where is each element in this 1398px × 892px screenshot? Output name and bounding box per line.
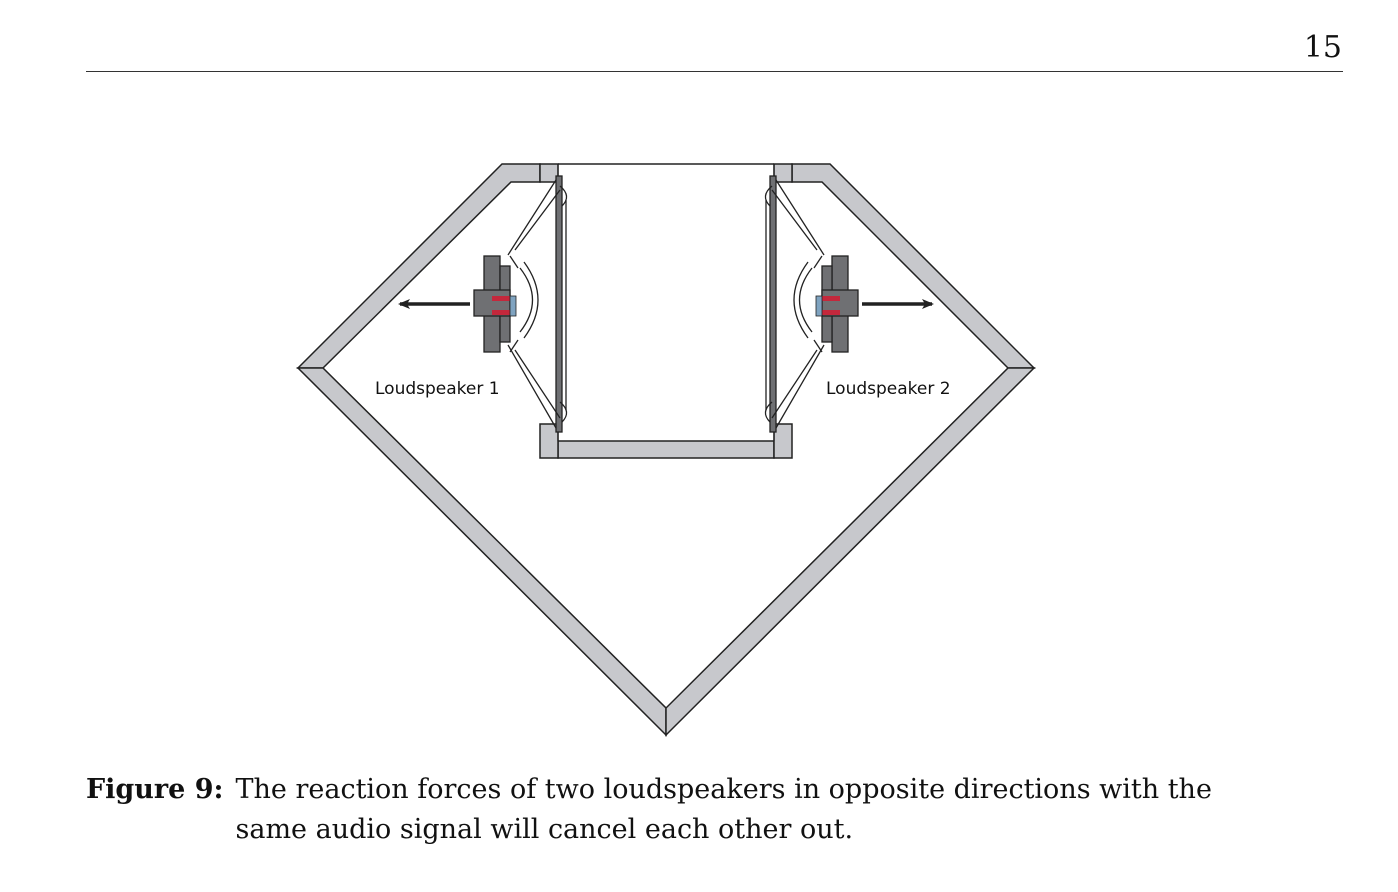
mount-left-bottom <box>539 423 559 459</box>
loudspeaker-2-label: Loudspeaker 2 <box>826 379 951 399</box>
header-rule <box>86 71 1343 72</box>
center-bar <box>557 440 775 459</box>
mount-left-top <box>539 163 559 183</box>
mount-right-bottom <box>773 423 793 459</box>
figure-diagram: Loudspeaker 1 Loudspeaker 2 <box>296 163 1036 737</box>
mount-right-top <box>773 163 793 183</box>
wall-bottom-right <box>665 367 1036 737</box>
caption-text: The reaction forces of two loudspeakers … <box>235 774 1212 845</box>
loudspeaker-2 <box>764 175 859 433</box>
loudspeaker-1-label: Loudspeaker 1 <box>375 379 500 399</box>
figure-caption: Figure 9: The reaction forces of two lou… <box>86 770 1276 850</box>
page-number: 15 <box>1303 30 1342 65</box>
caption-label: Figure 9: <box>86 774 224 805</box>
wall-bottom-left <box>296 367 667 737</box>
loudspeaker-1 <box>473 175 568 433</box>
enclosure-walls <box>296 163 1036 737</box>
